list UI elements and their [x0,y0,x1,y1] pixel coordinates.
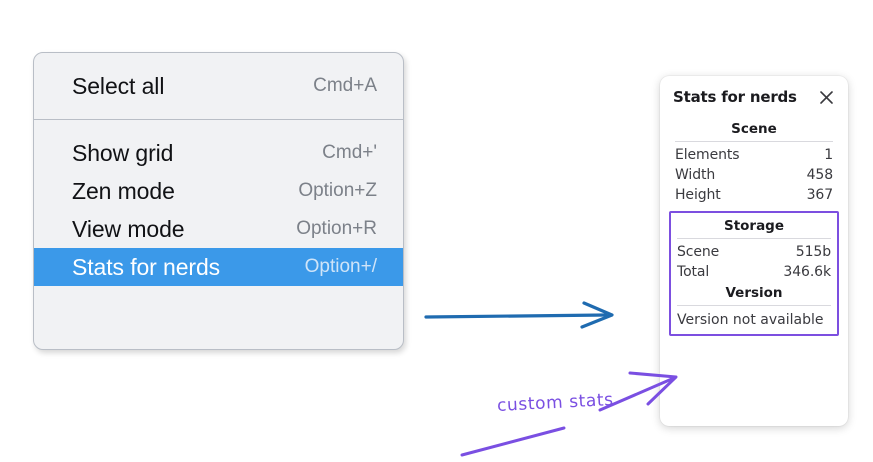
table-row: Total 346.6k [675,262,833,282]
section-heading: Scene [731,121,777,137]
section-divider [675,141,833,142]
section-heading: Version [725,285,783,301]
stat-key: Height [675,187,721,203]
arrow-right-icon [424,301,614,329]
menu-item-zen-mode[interactable]: Zen mode Option+Z [34,172,403,210]
stat-value: 1 [824,147,833,163]
menu-item-select-all[interactable]: Select all Cmd+A [34,67,403,105]
menu-top-padding [34,53,403,67]
menu-item-shortcut: Cmd+A [313,75,377,96]
section-divider [677,305,831,306]
panel-title: Stats for nerds [673,88,797,106]
menu-separator [34,119,403,120]
menu-item-label: Select all [72,72,165,99]
stats-section-scene: Scene Elements 1 Width 458 Height 367 [673,118,835,205]
menu-group-2: Show grid Cmd+' Zen mode Option+Z View m… [34,120,403,300]
custom-stats-annotation-label: custom stats [496,389,615,417]
menu-item-stats-for-nerds[interactable]: Stats for nerds Option+/ [34,248,403,286]
table-row: Scene 515b [675,242,833,262]
table-row: Height 367 [673,185,835,205]
stat-key: Elements [675,147,740,163]
context-menu[interactable]: Select all Cmd+A Show grid Cmd+' Zen mod… [33,52,404,350]
menu-group-1: Select all Cmd+A [34,53,403,119]
menu-item-label: Stats for nerds [72,253,221,280]
close-icon[interactable] [818,89,835,106]
stats-for-nerds-panel: Stats for nerds Scene Elements 1 Width 4… [660,76,848,426]
stats-section-version: Version Version not available [675,282,833,329]
table-row: Elements 1 [673,145,835,165]
section-divider [677,238,831,239]
stat-key: Total [677,264,710,280]
menu-bottom-padding [34,286,403,300]
menu-item-shortcut: Option+R [296,218,377,239]
menu-item-label: View mode [72,215,185,242]
panel-header: Stats for nerds [673,88,835,106]
custom-stats-highlight-box: Storage Scene 515b Total 346.6k Version … [669,211,839,336]
menu-item-show-grid[interactable]: Show grid Cmd+' [34,134,403,172]
stat-value: 515b [795,244,831,260]
menu-group-1-bottom-padding [34,105,403,119]
menu-item-label: Zen mode [72,177,175,204]
stat-value: 346.6k [783,264,831,280]
menu-item-view-mode[interactable]: View mode Option+R [34,210,403,248]
section-heading: Storage [723,218,785,234]
menu-item-shortcut: Option+Z [298,180,377,201]
stat-value: 458 [806,167,834,183]
stat-key: Scene [677,244,720,260]
version-value: Version not available [677,312,824,328]
menu-group-2-top-padding [34,120,403,134]
menu-item-shortcut: Option+/ [304,256,377,277]
menu-item-shortcut: Cmd+' [322,142,377,163]
table-row: Width 458 [673,165,835,185]
stat-key: Width [675,167,716,183]
menu-item-label: Show grid [72,139,174,166]
stats-section-storage: Storage Scene 515b Total 346.6k [675,215,833,282]
stat-value: 367 [806,187,834,203]
